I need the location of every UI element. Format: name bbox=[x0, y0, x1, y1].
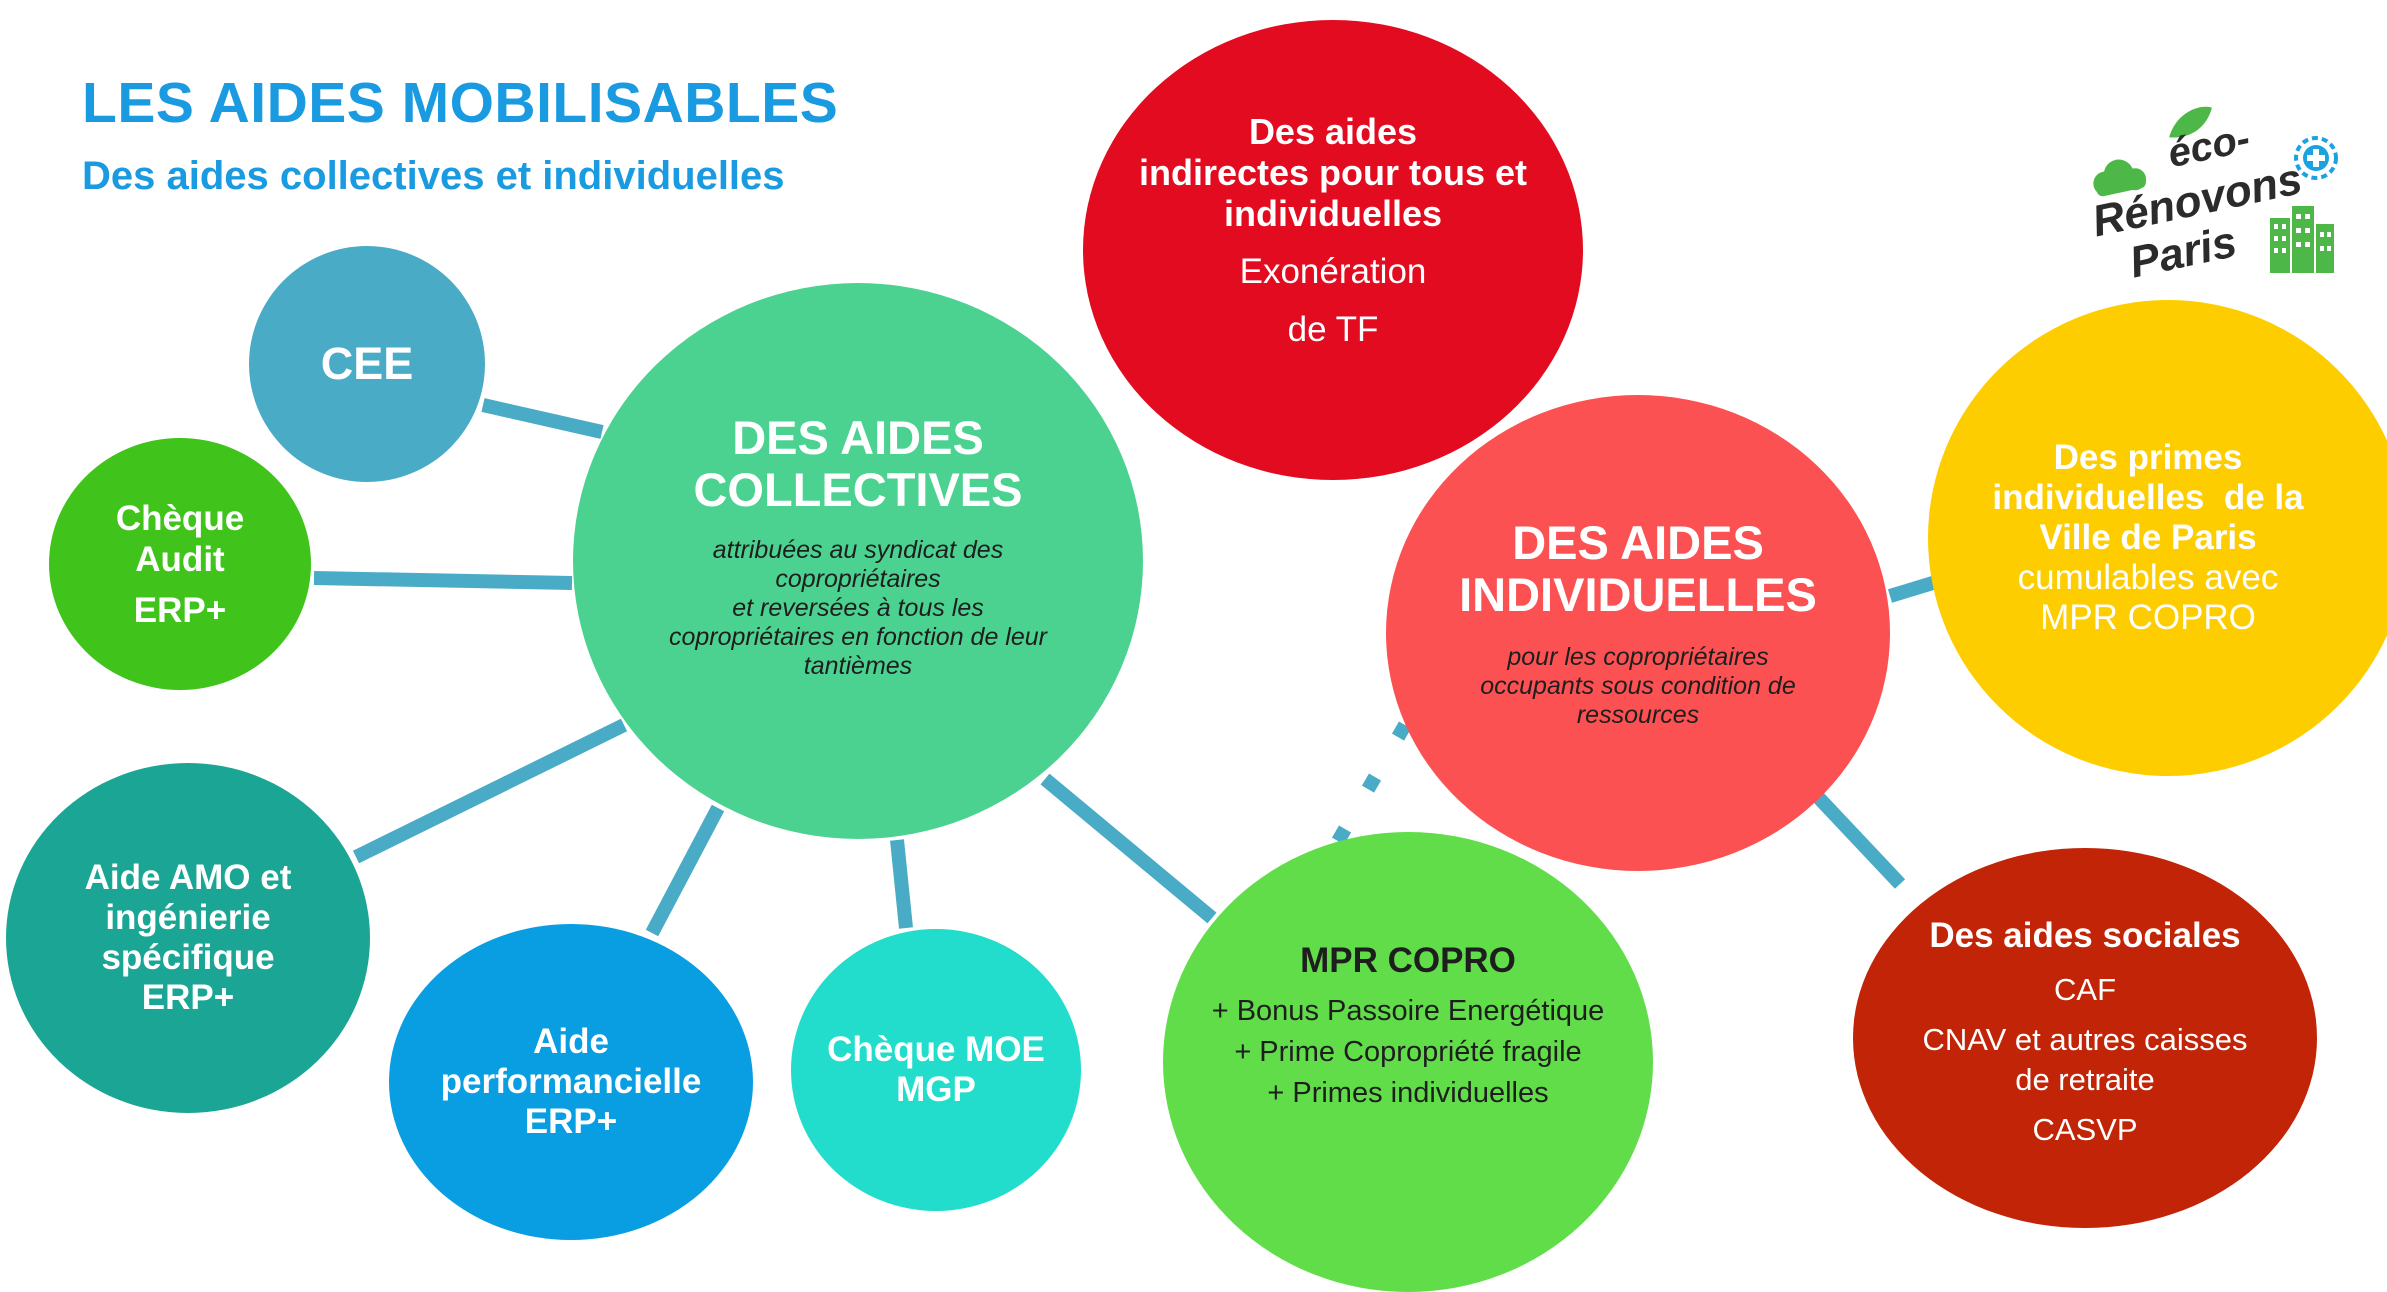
connector-cheque-moe bbox=[890, 839, 913, 929]
mpr-copro-line1: + Bonus Passoire Energétique bbox=[1211, 994, 1605, 1027]
cloud-icon bbox=[2093, 159, 2147, 197]
bubble-aide-amo: Aide AMO et ingénierie spécifique ERP+ bbox=[6, 763, 370, 1113]
bubble-aides-collectives: DES AIDES COLLECTIVES attribuées au synd… bbox=[573, 283, 1143, 839]
bubble-aides-sociales: Des aides sociales CAF CNAV et autres ca… bbox=[1853, 848, 2317, 1228]
primes-paris-line5: MPR COPRO bbox=[2040, 598, 2256, 637]
cee-label: CEE bbox=[320, 338, 414, 389]
cheque-audit-line3: ERP+ bbox=[133, 590, 227, 630]
aide-amo-line2: ingénierie bbox=[105, 898, 271, 937]
mpr-copro-line2: + Prime Copropriété fragile bbox=[1234, 1035, 1582, 1068]
sociales-title: Des aides sociales bbox=[1929, 916, 2241, 955]
collectives-desc-line4: copropriétaires en fonction de leur bbox=[668, 622, 1047, 651]
collectives-desc-line2: copropriétaires bbox=[775, 564, 941, 593]
aide-amo-line4: ERP+ bbox=[141, 978, 235, 1017]
individuelles-title-line2: INDIVIDUELLES bbox=[1459, 567, 1817, 621]
mpr-copro-line3: + Primes individuelles bbox=[1267, 1076, 1549, 1109]
page-title: LES AIDES MOBILISABLES bbox=[82, 71, 839, 135]
collectives-title-line1: DES AIDES bbox=[732, 410, 984, 464]
collectives-desc-line5: tantièmes bbox=[803, 651, 913, 680]
aide-perf-line3: ERP+ bbox=[524, 1102, 618, 1141]
primes-paris-line1: Des primes bbox=[2053, 438, 2243, 477]
bubble-aides-indirectes: Des aides indirectes pour tous et indivi… bbox=[1083, 20, 1583, 480]
bubble-aides-individuelles: DES AIDES INDIVIDUELLES pour les copropr… bbox=[1386, 395, 1890, 871]
sociales-line2: CNAV et autres caisses bbox=[1922, 1022, 2248, 1057]
bubble-cee: CEE bbox=[249, 246, 485, 482]
connector-cee bbox=[481, 398, 604, 439]
indirectes-line3: individuelles bbox=[1223, 192, 1443, 234]
collectives-desc-line3: et reversées à tous les bbox=[732, 593, 984, 622]
connector-sociales bbox=[1812, 792, 1906, 889]
connector-mpr-copro bbox=[1040, 773, 1217, 924]
sociales-line4: CASVP bbox=[2032, 1112, 2138, 1147]
individuelles-desc-line2: occupants sous condition de bbox=[1480, 671, 1796, 700]
connector-cheque-audit bbox=[313, 571, 573, 590]
connector-aide-amo bbox=[352, 718, 628, 864]
sociales-line3: de retraite bbox=[2015, 1062, 2155, 1097]
indirectes-line1: Des aides bbox=[1248, 110, 1418, 152]
mpr-copro-title: MPR COPRO bbox=[1300, 940, 1516, 980]
aide-amo-line1: Aide AMO et bbox=[84, 858, 292, 897]
aide-perf-line2: performancielle bbox=[440, 1062, 702, 1101]
bubble-cheque-audit: Chèque Audit ERP+ bbox=[49, 438, 311, 690]
eco-renovons-paris-logo: éco- Rénovons Paris bbox=[2088, 106, 2338, 287]
indirectes-line2: indirectes pour tous et bbox=[1138, 151, 1528, 193]
cheque-audit-line2: Audit bbox=[135, 539, 225, 579]
individuelles-desc-line3: ressources bbox=[1576, 700, 1700, 729]
primes-paris-line4: cumulables avec bbox=[2017, 558, 2279, 597]
bubble-cheque-moe: Chèque MOE MGP bbox=[791, 929, 1081, 1211]
connector-aide-perf bbox=[645, 804, 725, 937]
leaf-icon bbox=[2169, 106, 2212, 138]
page-subtitle: Des aides collectives et individuelles bbox=[82, 154, 785, 198]
primes-paris-line2: individuelles de la bbox=[1992, 478, 2304, 517]
aide-perf-line1: Aide bbox=[533, 1022, 609, 1061]
cheque-moe-line1: Chèque MOE bbox=[827, 1030, 1045, 1069]
bubble-aide-performancielle: Aide performancielle ERP+ bbox=[389, 924, 753, 1240]
bubble-primes-paris: Des primes individuelles de la Ville de … bbox=[1928, 300, 2387, 776]
indirectes-line5: de TF bbox=[1287, 309, 1379, 349]
aide-amo-line3: spécifique bbox=[101, 938, 275, 977]
buildings-icon bbox=[2270, 206, 2334, 273]
sun-icon bbox=[2294, 136, 2338, 180]
collectives-title-line2: COLLECTIVES bbox=[693, 462, 1023, 516]
cheque-moe-line2: MGP bbox=[896, 1070, 976, 1109]
indirectes-line4: Exonération bbox=[1239, 251, 1427, 291]
individuelles-title-line1: DES AIDES bbox=[1512, 515, 1764, 569]
primes-paris-line3: Ville de Paris bbox=[2039, 518, 2257, 557]
connector-individuelles-mpr-dotted bbox=[1323, 721, 1412, 859]
connector-primes-paris bbox=[1887, 575, 1939, 603]
bubble-mpr-copro: MPR COPRO + Bonus Passoire Energétique +… bbox=[1163, 832, 1653, 1292]
cheque-audit-line1: Chèque bbox=[115, 498, 245, 538]
individuelles-desc-line1: pour les copropriétaires bbox=[1507, 642, 1769, 671]
collectives-desc-line1: attribuées au syndicat des bbox=[712, 535, 1004, 564]
sociales-line1: CAF bbox=[2054, 972, 2116, 1007]
